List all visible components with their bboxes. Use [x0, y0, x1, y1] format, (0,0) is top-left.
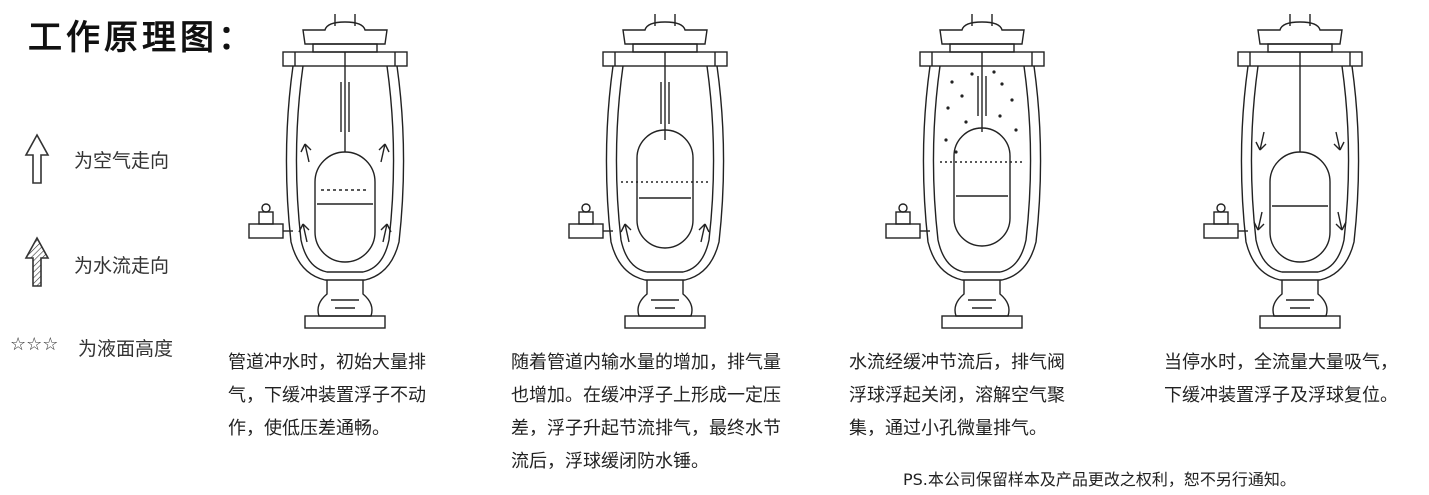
valve-stage-4-icon — [1203, 14, 1363, 329]
caption-line: 气，下缓冲装置浮子不动 — [228, 385, 426, 406]
caption-line: 下缓冲装置浮子及浮球复位。 — [1164, 385, 1398, 406]
water-arrow-icon — [24, 236, 50, 288]
valve-diagram-stage-3 — [882, 12, 1082, 341]
legend-level-symbol: ☆☆☆ — [10, 334, 59, 355]
valve-diagram-stage-4 — [1200, 12, 1400, 341]
legend-level-label: 为液面高度 — [78, 338, 174, 360]
caption-line: 流后，浮球缓闭防水锤。 — [511, 451, 709, 472]
valve-stage-2-icon — [568, 14, 728, 329]
air-arrow-icon — [24, 133, 50, 185]
legend-water — [24, 236, 50, 288]
caption-line: 浮球浮起关闭，溶解空气聚 — [849, 385, 1065, 406]
page-title: 工作原理图： — [28, 18, 256, 58]
caption-line: 当停水时，全流量大量吸气， — [1164, 352, 1398, 373]
legend-air-label: 为空气走向 — [74, 150, 170, 172]
valve-stage-3-icon — [885, 14, 1045, 329]
caption-stage-2: 随着管道内输水量的增加，排气量 也增加。在缓冲浮子上形成一定压 差，浮子升起节流… — [511, 346, 781, 478]
caption-line: 管道冲水时，初始大量排 — [228, 352, 426, 373]
footer-note: PS.本公司保留样本及产品更改之权利，恕不另行通知。 — [903, 470, 1296, 489]
valve-diagram-stage-2 — [565, 12, 765, 341]
caption-stage-1: 管道冲水时，初始大量排 气，下缓冲装置浮子不动 作，使低压差通畅。 — [228, 346, 426, 445]
caption-line: 差，浮子升起节流排气，最终水节 — [511, 418, 781, 439]
caption-line: 也增加。在缓冲浮子上形成一定压 — [511, 385, 781, 406]
legend-air — [24, 133, 50, 185]
caption-stage-3: 水流经缓冲节流后，排气阀 浮球浮起关闭，溶解空气聚 集，通过小孔微量排气。 — [849, 346, 1065, 445]
legend-water-label: 为水流走向 — [74, 255, 170, 277]
valve-stage-1-icon — [248, 14, 408, 329]
valve-diagram-stage-1 — [245, 12, 445, 341]
caption-line: 集，通过小孔微量排气。 — [849, 418, 1047, 439]
caption-line: 水流经缓冲节流后，排气阀 — [849, 352, 1065, 373]
caption-line: 随着管道内输水量的增加，排气量 — [511, 352, 781, 373]
caption-line: 作，使低压差通畅。 — [228, 418, 390, 439]
caption-stage-4: 当停水时，全流量大量吸气， 下缓冲装置浮子及浮球复位。 — [1164, 346, 1398, 412]
